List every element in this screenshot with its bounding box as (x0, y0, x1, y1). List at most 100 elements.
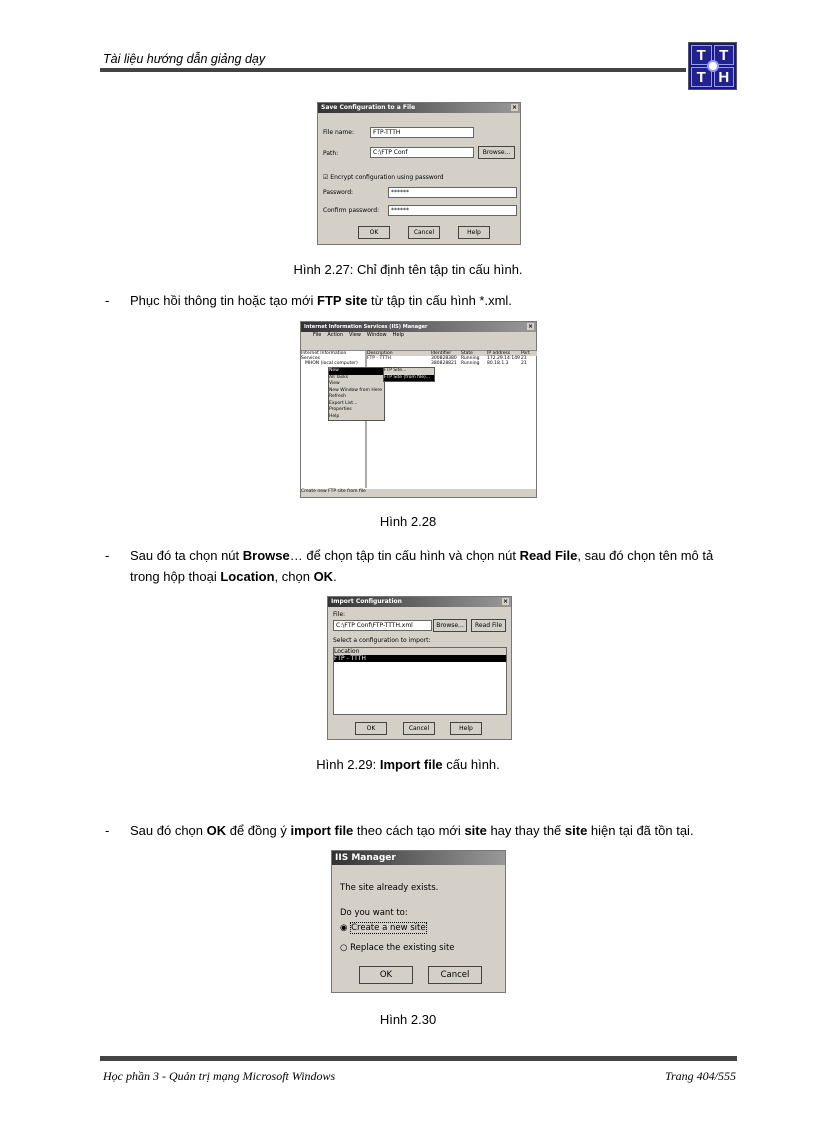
menu-item-ftp-site[interactable]: FTP Site... (384, 368, 407, 373)
cancel-button[interactable]: Cancel (403, 722, 435, 735)
help-button[interactable]: Help (450, 722, 482, 735)
close-icon[interactable]: × (511, 104, 518, 111)
tree-item[interactable]: Internet Information Services (301, 351, 347, 361)
list-header: Description Identifier State IP address Port (367, 351, 537, 356)
bullet-dash: - (105, 823, 110, 838)
close-icon[interactable]: × (527, 323, 534, 330)
cancel-button[interactable]: Cancel (428, 966, 482, 984)
bold-text: Location (220, 569, 275, 584)
help-button[interactable]: Help (458, 226, 490, 239)
cell: Running (461, 356, 480, 361)
status-bar: Create new FTP site from file (301, 489, 536, 497)
bold-text: site (464, 823, 487, 838)
text: Hình 2.29: (316, 757, 380, 772)
browse-button[interactable]: Browse... (478, 146, 515, 159)
text: cấu hình. (442, 757, 500, 772)
menu-item-all-tasks[interactable]: All Tasks (329, 374, 349, 380)
bold-text: OK (206, 823, 227, 838)
header-rule (100, 68, 686, 72)
bold-text: Read File (519, 548, 578, 563)
menu-help[interactable]: Help (392, 332, 405, 338)
list-pane: Description Identifier State IP address Port… (367, 351, 537, 366)
text: hay thay thế (486, 823, 565, 838)
bold-text: FTP site (317, 293, 368, 308)
menu-action[interactable]: Action (327, 332, 344, 338)
file-name-input[interactable]: FTP-TTTH (370, 127, 474, 138)
logo-letter: T (691, 45, 712, 65)
bold-text: Browse (242, 548, 290, 563)
paragraph: - Sau đó chọn OK để đồng ý import file t… (105, 820, 745, 841)
menu-window[interactable]: Window (366, 332, 387, 338)
configuration-list[interactable]: Location FTP - TTTH (333, 647, 507, 715)
bullet-dash: - (105, 548, 110, 563)
menu-item-export[interactable]: Export List... (329, 400, 358, 406)
text: Sau đó ta chọn nút (130, 548, 243, 563)
bold-text: Import file (379, 757, 443, 772)
iis-manager-window: Internet Information Services (IIS) Mana… (300, 321, 537, 498)
ok-button[interactable]: OK (358, 226, 390, 239)
password-input[interactable]: ****** (388, 187, 517, 198)
text: Phục hồi thông tin hoặc tạo mới (130, 293, 318, 308)
encrypt-checkbox[interactable]: ☑ Encrypt configuration using password (323, 174, 444, 181)
menu-item-new-window[interactable]: New Window from Here (329, 387, 382, 393)
context-menu: New All Tasks View New Window from Here … (328, 367, 385, 421)
ok-button[interactable]: OK (359, 966, 413, 984)
logo-letter: T (713, 45, 734, 65)
menu-view[interactable]: View (349, 332, 361, 338)
dialog-title: IIS Manager (335, 853, 396, 863)
figure-caption: Hình 2.27: Chỉ định tên tập tin cấu hình… (293, 262, 523, 277)
question-text: Do you want to: (340, 908, 408, 918)
footer-rule (100, 1056, 737, 1061)
dialog-title: Save Configuration to a File (321, 104, 416, 111)
cell: Running (461, 361, 480, 366)
browse-button[interactable]: Browse... (433, 619, 467, 632)
radio-label: Create a new site (350, 922, 427, 934)
import-configuration-dialog: Import Configuration× File: C:\FTP Conf\… (327, 596, 512, 740)
menu-item-ftp-site-from-file[interactable]: FTP Site (from file)... (384, 374, 434, 381)
menu-item-properties[interactable]: Properties (329, 407, 352, 412)
column-header[interactable]: Description (367, 351, 393, 356)
cell: 21 (521, 361, 527, 366)
close-icon[interactable]: × (502, 598, 509, 605)
ok-button[interactable]: OK (355, 722, 387, 735)
menu-item-new[interactable]: New (329, 368, 384, 375)
path-input[interactable]: C:\FTP Conf (370, 147, 474, 158)
column-header[interactable]: Identifier (431, 351, 452, 356)
replace-site-radio[interactable]: ○ Replace the existing site (340, 943, 455, 953)
list-item-selected[interactable]: FTP - TTTH (334, 655, 506, 662)
iis-manager-dialog: IIS Manager The site already exists. Do … (331, 850, 506, 993)
confirm-password-input[interactable]: ****** (388, 205, 517, 216)
bold-text: site (564, 823, 588, 838)
toolbar (301, 340, 536, 351)
menu-file[interactable]: File (313, 332, 322, 338)
menu-item-help[interactable]: Help (329, 413, 340, 419)
text: Sau đó chọn (130, 823, 207, 838)
cancel-button[interactable]: Cancel (408, 226, 440, 239)
column-header[interactable]: State (461, 351, 473, 356)
file-input[interactable]: C:\FTP Conf\FTP-TTTH.xml (333, 620, 432, 631)
create-new-site-radio[interactable]: ◉ Create a new site (340, 922, 427, 934)
select-label: Select a configuration to import: (333, 637, 431, 644)
file-label: File: (333, 611, 346, 618)
cell: 80.18.1.3 (487, 361, 509, 366)
column-header[interactable]: IP address (487, 351, 511, 356)
column-header: Location (334, 648, 506, 655)
logo-letter: H (713, 67, 734, 87)
text: hiện tại đã tồn tại. (587, 823, 694, 838)
menu-item-view[interactable]: View (329, 381, 340, 386)
read-file-button[interactable]: Read File (471, 619, 506, 632)
bold-text: OK (313, 569, 334, 584)
menu-item-refresh[interactable]: Refresh (329, 394, 346, 399)
file-name-label: File name: (323, 129, 354, 136)
text: từ tập tin cấu hình *.xml. (367, 293, 512, 308)
tttH-logo: T T T H (688, 42, 737, 90)
figure-caption: Hình 2.30 (379, 1012, 437, 1027)
text: , sau đó chọn tên mô tả trong hộp thoại (130, 548, 714, 584)
tree-item[interactable]: MHON (local computer) (305, 361, 358, 366)
text: , chọn (274, 569, 314, 584)
window-title: Internet Information Services (IIS) Mana… (304, 324, 428, 330)
column-header[interactable]: Port (521, 351, 530, 356)
